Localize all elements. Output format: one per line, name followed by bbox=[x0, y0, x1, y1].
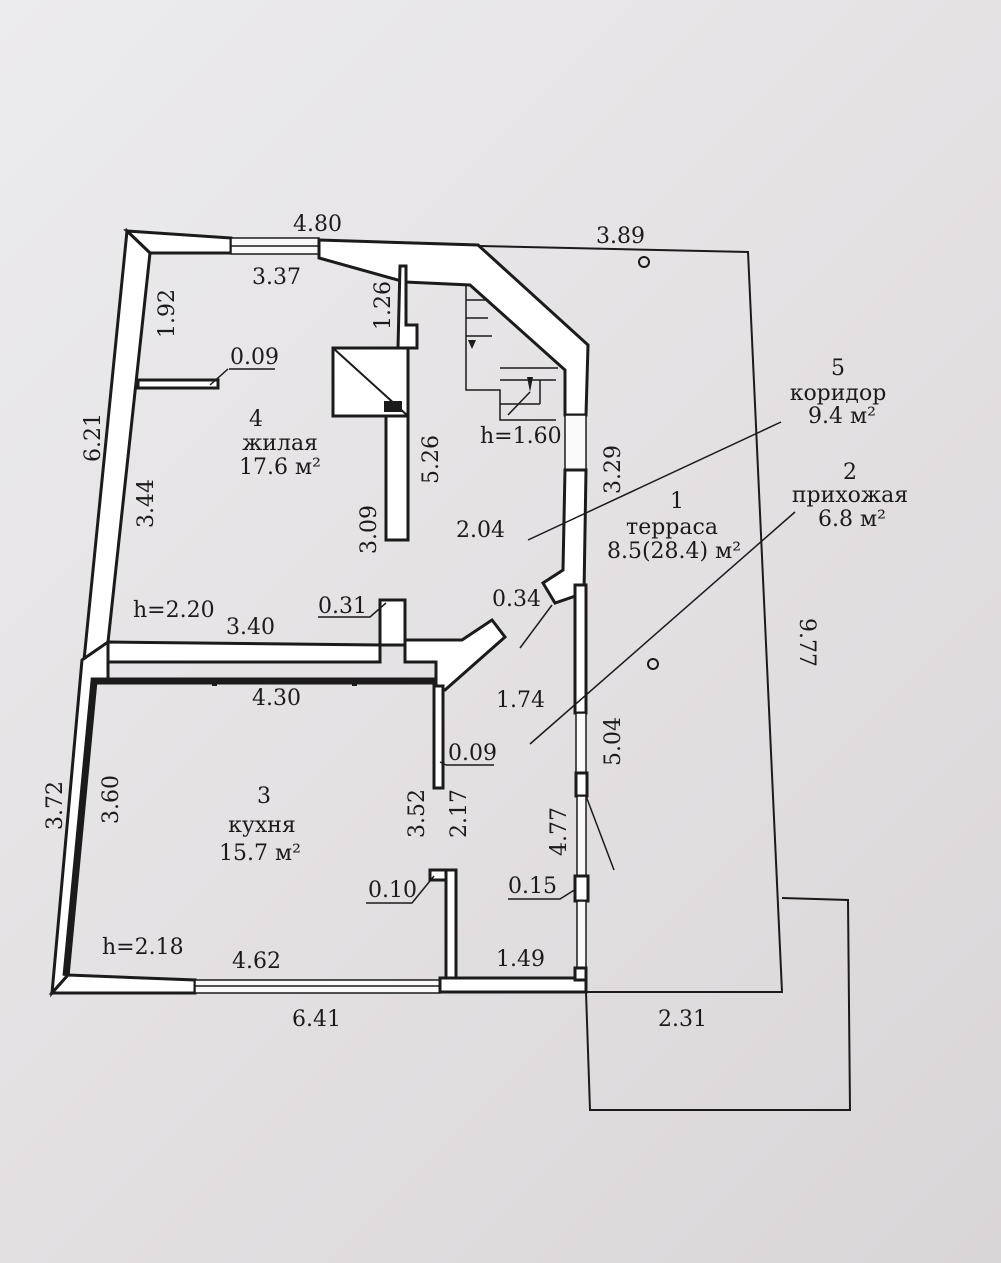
kitchen-mark-2 bbox=[352, 680, 357, 686]
partition-r4-kitchen-right bbox=[403, 617, 508, 692]
dim-kitchen-left-inner: 3.60 bbox=[99, 775, 124, 824]
dim-stub-009: 0.09 bbox=[230, 345, 279, 370]
dim-terrace-right: 9.77 bbox=[794, 618, 819, 667]
outer-wall-bottom-left bbox=[48, 973, 197, 995]
room3-number: 3 bbox=[257, 784, 271, 809]
dim-r4-top-left: 1.92 bbox=[155, 289, 180, 338]
leader-009b bbox=[439, 761, 447, 766]
room2-area: 6.8 м² bbox=[818, 507, 886, 532]
window-corridor bbox=[564, 414, 587, 471]
dim-kitchen-right-217: 2.17 bbox=[447, 789, 472, 838]
terrace-post-marker bbox=[638, 256, 650, 268]
outer-wall-bottom-right bbox=[438, 976, 588, 994]
kitchen-partition-lower bbox=[444, 868, 458, 980]
hall-corner bbox=[573, 966, 588, 982]
dim-porch: 2.31 bbox=[658, 1007, 707, 1032]
dim-stub-015: 0.15 bbox=[508, 874, 557, 899]
dim-partition-long: 5.26 bbox=[419, 435, 444, 484]
dim-bottom-outer: 6.41 bbox=[292, 1007, 341, 1032]
room3-name: кухня bbox=[228, 813, 296, 838]
hall-wall-right bbox=[573, 583, 588, 715]
dim-top-inner: 3.37 bbox=[252, 265, 301, 290]
stub-031 bbox=[378, 598, 407, 647]
door-swing bbox=[585, 795, 615, 871]
dim-hall-bottom: 1.49 bbox=[496, 947, 545, 972]
kitchen-partition-upper bbox=[432, 684, 445, 790]
room4-name: жилая bbox=[242, 431, 318, 456]
room2-name: прихожая bbox=[792, 483, 908, 508]
partition-central bbox=[384, 414, 410, 542]
dim-partition-low: 3.09 bbox=[357, 505, 382, 554]
dim-top-right: 3.89 bbox=[596, 224, 645, 249]
height-stair: h=1.60 bbox=[480, 424, 562, 449]
stove-mark bbox=[384, 401, 402, 412]
terrace-post-marker-2 bbox=[647, 658, 659, 670]
dim-stub-010: 0.10 bbox=[368, 878, 417, 903]
window-hall bbox=[575, 712, 587, 774]
leader-010 bbox=[366, 875, 435, 904]
dim-r4-bottom-left: 3.44 bbox=[134, 479, 159, 528]
room1-name: терраса bbox=[626, 515, 718, 540]
room3-area: 15.7 м² bbox=[219, 841, 301, 866]
dim-kitchen-top: 4.30 bbox=[252, 686, 301, 711]
terrace-outline bbox=[479, 245, 784, 993]
dim-left-outer: 6.21 bbox=[81, 413, 106, 462]
staircase bbox=[465, 285, 558, 421]
dim-kitchen-bottom: 4.62 bbox=[232, 949, 281, 974]
height-room4: h=2.20 bbox=[133, 598, 215, 623]
dim-hall-504: 5.04 bbox=[601, 717, 626, 766]
dim-top-outer: 4.80 bbox=[293, 212, 342, 237]
room2-number: 2 bbox=[843, 460, 857, 485]
corridor-wall-right bbox=[540, 468, 588, 605]
stub-015 bbox=[573, 874, 590, 903]
dim-corridor-174: 1.74 bbox=[496, 688, 545, 713]
leader-009 bbox=[209, 368, 229, 386]
leader-031 bbox=[318, 602, 387, 618]
dim-hall-477: 4.77 bbox=[547, 807, 572, 856]
room1-number: 1 bbox=[670, 489, 684, 514]
dim-stub-031: 0.31 bbox=[318, 594, 367, 619]
kitchen-mark-1 bbox=[212, 680, 217, 686]
dim-corridor-width: 2.04 bbox=[456, 518, 505, 543]
dim-kitchen-left-outer: 3.72 bbox=[43, 781, 68, 830]
dim-r4-bottom: 3.40 bbox=[226, 615, 275, 640]
dim-kitchen-right-352: 3.52 bbox=[405, 789, 430, 838]
leader-034 bbox=[519, 604, 553, 649]
dim-stub-034: 0.34 bbox=[492, 587, 541, 612]
window-hall-low bbox=[576, 900, 587, 969]
dim-stub-009b: 0.09 bbox=[448, 741, 497, 766]
room5-number: 5 bbox=[831, 356, 845, 381]
leader-r2 bbox=[529, 511, 796, 745]
kitchen-inner-wall bbox=[62, 677, 436, 977]
room5-area: 9.4 м² bbox=[808, 404, 876, 429]
leader-r5 bbox=[527, 421, 782, 541]
leader-015 bbox=[508, 888, 577, 900]
room5-name: коридор bbox=[790, 381, 887, 406]
stub-hall-1 bbox=[574, 771, 589, 798]
outer-wall-top-right bbox=[317, 238, 590, 417]
height-room3: h=2.18 bbox=[102, 935, 184, 960]
dim-partition-top: 1.26 bbox=[371, 281, 396, 330]
partition-r4-kitchen bbox=[106, 640, 382, 664]
room1-area: 8.5(28.4) м² bbox=[607, 539, 741, 564]
dim-right-upper: 3.29 bbox=[601, 445, 626, 494]
stub-009 bbox=[136, 378, 220, 390]
door-hall bbox=[576, 795, 587, 877]
room4-number: 4 bbox=[249, 407, 263, 432]
room4-area: 17.6 м² bbox=[239, 455, 321, 480]
porch-outline bbox=[585, 897, 852, 1111]
